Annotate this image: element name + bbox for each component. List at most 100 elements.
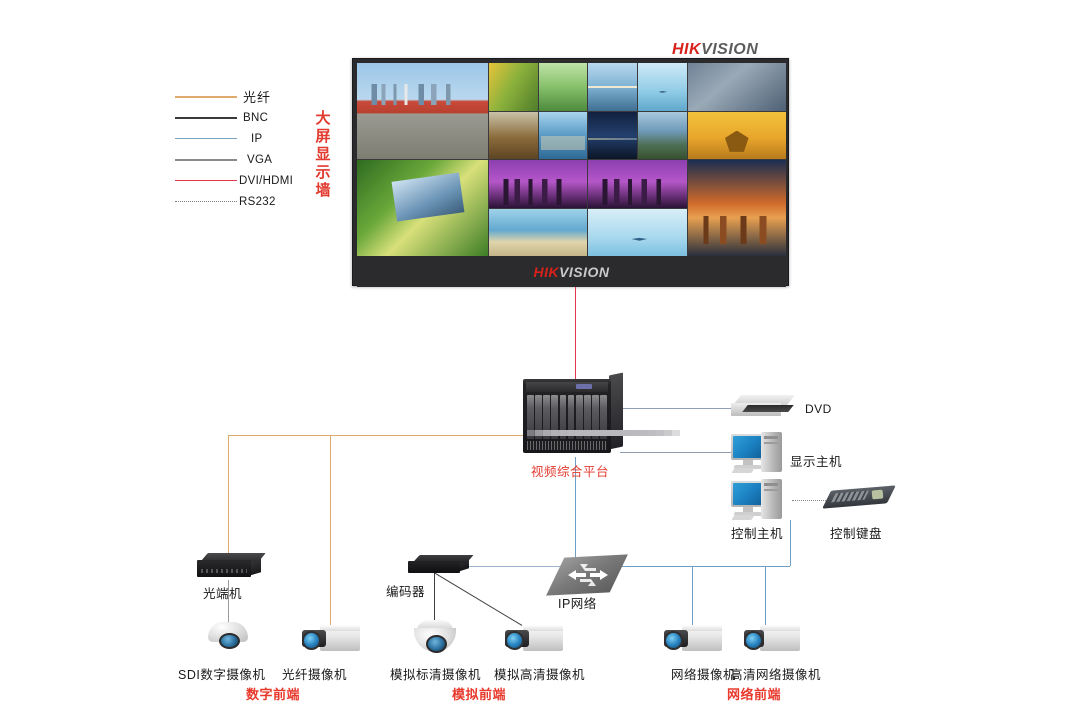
wall-title-char-2: 屏 [315,128,331,145]
device-dvd-player[interactable] [731,395,795,419]
legend: 光纤 BNC IP VGA DVI/HDMI RS232 [175,86,295,212]
chassis-slot [600,395,608,439]
legend-swatch-dvi [175,180,237,181]
wall-title-char-4: 示 [315,164,331,181]
chassis-slot [535,395,542,439]
chassis-side-panel [609,372,623,450]
link-platform-to-display-host [620,452,732,453]
chassis-slot [575,395,583,439]
device-encoder[interactable] [408,555,474,577]
wall-tile-harbor-sunset [687,160,786,256]
chassis-slot [543,395,550,439]
wall-tile-green-field [538,63,588,111]
label-display-host: 显示主机 [790,455,843,469]
device-control-host[interactable] [731,479,787,525]
network-switch-arrows-icon [568,564,608,586]
label-hd-network-camera: 高清网络摄像机 [730,668,822,682]
display-host-base [734,465,762,469]
wall-tile-beach [488,208,588,256]
label-fiber-camera: 光纤摄像机 [282,668,348,682]
fiber-camera-lens-glass [302,631,321,650]
hikvision-logo-bottom-vision: VISION [559,263,610,280]
display-host-monitor [731,434,765,460]
device-display-host[interactable] [731,432,787,478]
legend-label-rs232: RS232 [239,195,276,208]
legend-item-ip: IP [175,128,295,149]
analog-sd-camera-lens [426,635,447,653]
device-hd-network-camera[interactable] [742,625,800,655]
display-host-tower [761,432,782,472]
link-platform-to-dvd [620,408,732,409]
group-label-analog-frontend: 模拟前端 [452,687,507,702]
label-control-host: 控制主机 [731,527,784,541]
link-fiber-to-fiber-camera [330,435,331,627]
wall-tile-leaves-flower [357,160,488,256]
legend-swatch-rs232 [175,201,237,202]
wall-tile-purple-city-2 [588,160,687,208]
wall-tile-group-bottom-3 [588,160,687,256]
link-encoder-to-analog-hd-camera [433,572,523,626]
hd-network-camera-body [760,625,800,651]
hd-network-camera-lens-glass [744,631,763,650]
legend-item-fiber: 光纤 [175,86,295,107]
wall-tile-group-top-3 [588,63,687,159]
legend-label-dvi: DVI/HDMI [239,174,294,187]
wall-title-char-1: 大 [315,110,331,127]
chassis-slot [559,395,567,439]
chassis-slot [551,395,559,439]
chassis-slot [584,395,591,439]
label-encoder: 编码器 [386,585,426,599]
legend-label-vga: VGA [247,153,273,166]
wall-tile-flowers-yellow [488,63,538,111]
device-network-camera[interactable] [664,625,722,655]
hikvision-logo-hik: HIK [672,41,702,58]
device-ip-network[interactable] [546,554,630,600]
link-bus-to-network-camera [692,566,693,628]
legend-swatch-bnc [175,116,237,119]
wall-tile-sea-view [538,111,588,159]
network-camera-body [682,625,722,651]
control-host-stand [743,507,753,512]
chassis-card-slots [527,395,608,439]
label-optical-transceiver: 光端机 [203,587,243,601]
control-keyboard-joystick [871,489,884,500]
link-encoder-to-ip-network [466,566,564,567]
legend-label-ip: IP [251,132,263,145]
link-bus-to-hd-network-camera [765,566,766,628]
wall-title-char-3: 显 [315,146,331,163]
legend-swatch-fiber [175,95,237,98]
legend-item-bnc: BNC [175,107,295,128]
label-dvd: DVD [805,402,832,416]
device-analog-sd-camera[interactable] [414,620,456,654]
network-camera-lens-glass [664,631,683,650]
sdi-camera-lens [219,633,240,649]
wall-tile-aerial-city [687,63,786,111]
wall-tile-purple-city [488,160,588,208]
analog-hd-camera-lens-glass [505,631,524,650]
hikvision-logo-bottom-hik: HIK [533,263,560,280]
wall-tile-group-top-4 [687,63,786,159]
hikvision-logo-top: HIKVISION [672,41,758,59]
device-analog-hd-camera[interactable] [505,625,563,655]
chassis-slot [592,395,599,439]
legend-label-bnc: BNC [243,111,269,124]
label-analog-hd-camera: 模拟高清摄像机 [494,668,586,682]
legend-swatch-ip [175,138,237,139]
legend-item-dvi: DVI/HDMI [175,170,295,191]
display-host-keyboard [731,468,755,473]
chassis-slot [527,395,534,439]
control-host-keyboard [731,515,755,520]
device-sdi-camera[interactable] [208,622,248,650]
device-control-keyboard[interactable] [822,485,896,512]
link-fiber-bus-horizontal [228,435,524,436]
video-wall-footer: HIKVISION [357,256,786,287]
wall-tile-bridge [588,63,637,111]
link-ip-network-bus-right [620,566,790,567]
control-host-screen [733,483,763,505]
device-optical-transceiver[interactable] [197,553,266,580]
video-wall-title: 大 屏 显 示 墙 [312,110,334,200]
wall-title-char-5: 墙 [315,182,331,199]
device-video-integration-platform[interactable] [523,372,623,457]
device-fiber-camera[interactable] [302,625,360,655]
